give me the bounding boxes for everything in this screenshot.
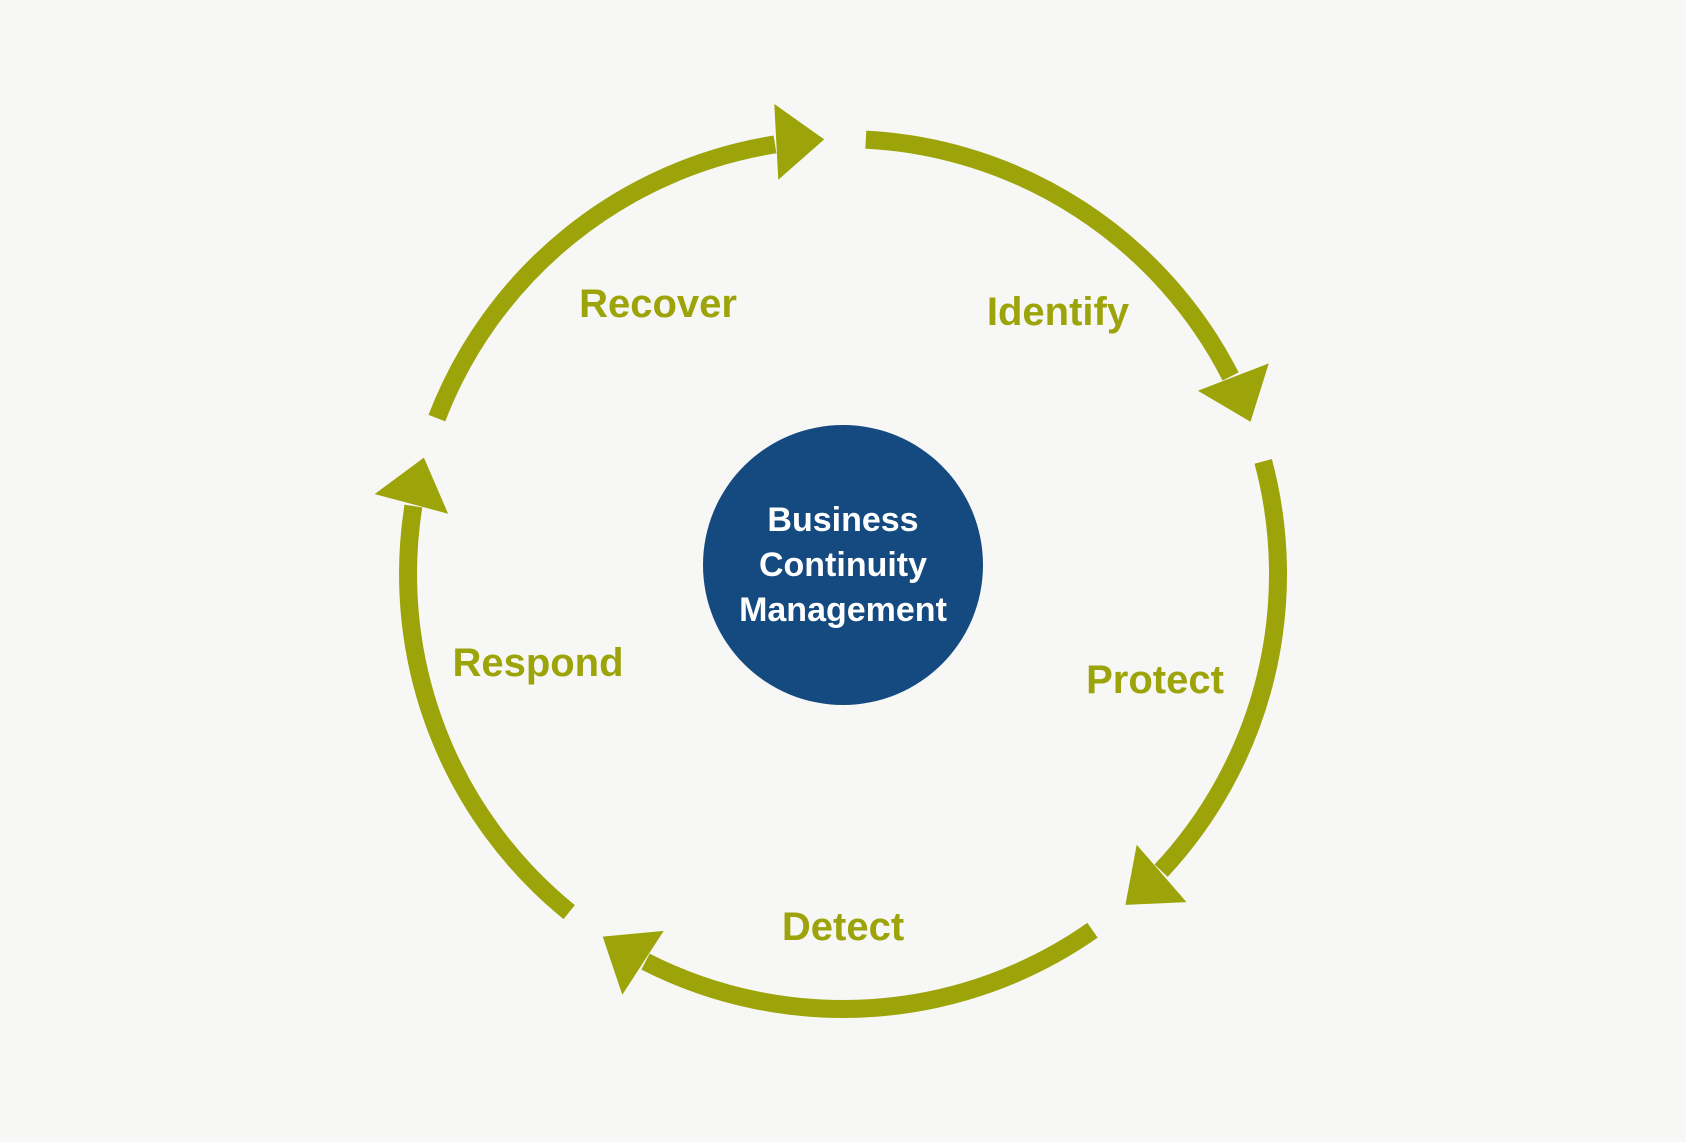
arc-segment-respond: [399, 504, 575, 920]
stage-label-detect: Detect: [781, 905, 905, 949]
arc-segment-protect: [1154, 459, 1287, 877]
arrowhead-icon-protect: [1125, 844, 1187, 905]
arrowhead-icon-respond: [374, 457, 449, 514]
center-title-line: Management: [739, 590, 947, 629]
arrowhead-icon-detect: [602, 930, 664, 995]
stage-label-respond: Respond: [452, 641, 624, 685]
arc-segment-identify: [865, 130, 1239, 381]
center-circle-title: Business Continuity Management: [739, 498, 947, 633]
stage-label-recover: Recover: [579, 282, 737, 326]
stage-label-identify: Identify: [986, 290, 1130, 334]
stage-label-protect: Protect: [1086, 658, 1224, 702]
center-title-line: Business: [767, 500, 919, 539]
arc-segment-detect: [641, 922, 1098, 1018]
arrowhead-icon-identify: [1197, 363, 1269, 422]
center-title-line: Continuity: [758, 545, 928, 584]
arc-segment-recover: [428, 135, 777, 422]
center-circle: Business Continuity Management: [703, 425, 983, 705]
arrowhead-icon-recover: [774, 104, 825, 180]
